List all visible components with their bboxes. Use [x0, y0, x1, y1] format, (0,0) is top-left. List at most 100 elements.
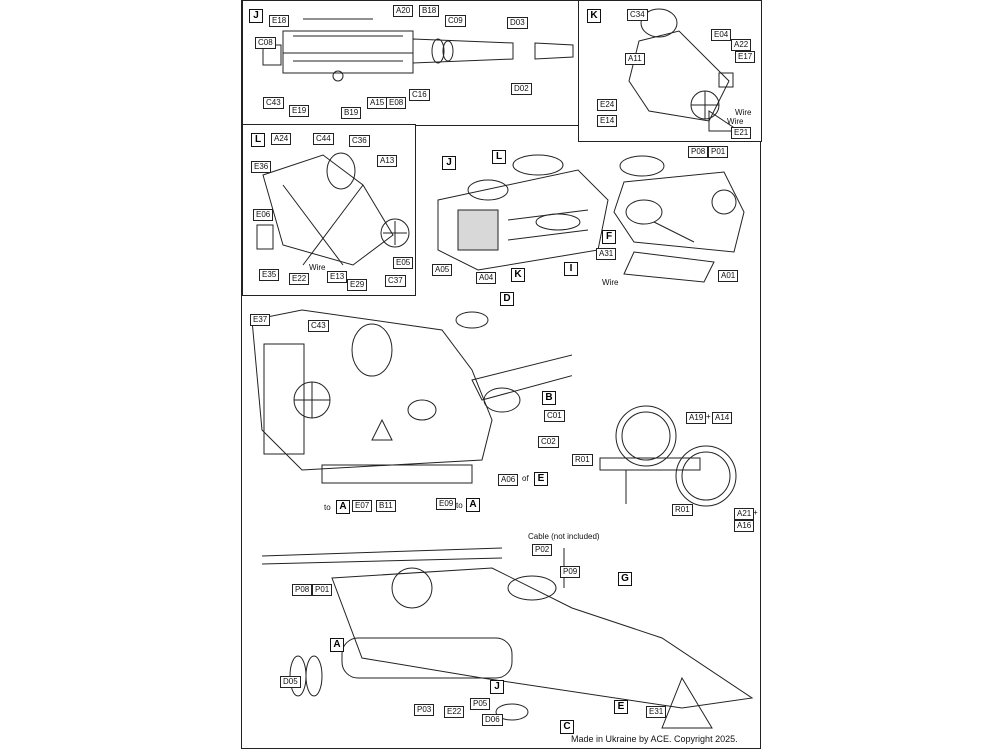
panel-j: J E18 A20 B18 C09 D03 C08 C43 E19 B19 A1…: [242, 0, 580, 126]
main-letter-a-2: A: [466, 498, 480, 512]
tag-p08: P08: [688, 146, 709, 158]
tag-c43-main: C43: [308, 320, 329, 332]
tag-p09: P09: [560, 566, 581, 578]
panel-l-drawing: [256, 152, 410, 266]
middle-letter-k: K: [511, 268, 525, 282]
tag-a16: A16: [734, 520, 755, 532]
tag-c36: C36: [349, 135, 370, 147]
wire-label-2: Wire: [727, 117, 744, 126]
instruction-sheet: J E18 A20 B18 C09 D03 C08 C43 E19 B19 A1…: [241, 0, 762, 749]
tag-a01: A01: [718, 270, 739, 282]
tag-p01-final: P01: [312, 584, 333, 596]
tag-a04: A04: [476, 272, 497, 284]
tag-b19: B19: [341, 107, 362, 119]
tag-c08: C08: [255, 37, 276, 49]
tag-a13: A13: [377, 155, 398, 167]
wheel-assembly: A19 + A14 R01 R01 A21 + A16: [570, 396, 758, 536]
tag-e06: E06: [253, 209, 274, 221]
tag-p03: P03: [414, 704, 435, 716]
tag-a22: A22: [731, 39, 752, 51]
tag-c34: C34: [627, 9, 648, 21]
panel-k: K C34 E04 A22 A11 E17 E24 E14 E21 Wire W…: [578, 0, 762, 142]
tag-d06: D06: [482, 714, 503, 726]
middle-subassembly: J L K I A05 A04: [418, 140, 618, 290]
panel-k-drawing: [628, 8, 741, 132]
tag-p01: P01: [708, 146, 729, 158]
middle-letter-j: J: [442, 156, 456, 170]
wire-label-l: Wire: [309, 263, 326, 272]
final-assembly: Cable (not included) P02 P09 G P08 P01 A…: [242, 528, 760, 734]
tag-c09: C09: [445, 15, 466, 27]
tag-p02: P02: [532, 544, 553, 556]
wire-label-f: Wire: [602, 278, 619, 287]
final-letter-g: G: [618, 572, 632, 586]
tag-e13: E13: [327, 271, 348, 283]
wire-label-1: Wire: [735, 108, 752, 117]
final-letter-c: C: [560, 720, 574, 734]
plus-1: +: [706, 412, 711, 421]
tag-e35: E35: [259, 269, 280, 281]
tag-d05: D05: [280, 676, 301, 688]
middle-letter-i: I: [564, 262, 578, 276]
tag-c44: C44: [313, 133, 334, 145]
tag-a19: A19: [686, 412, 707, 424]
main-letter-b: B: [542, 391, 556, 405]
tag-a14: A14: [712, 412, 733, 424]
tag-e21: E21: [731, 127, 752, 139]
tag-a24: A24: [271, 133, 292, 145]
plus-2: +: [753, 508, 758, 517]
tag-c01: C01: [544, 410, 565, 422]
to-text-1: to: [324, 503, 331, 512]
tag-a31: A31: [596, 248, 617, 260]
tag-e18: E18: [269, 15, 290, 27]
tag-r01-2: R01: [672, 504, 693, 516]
right-subassembly: P08 P01 F A31 A01 Wire: [594, 142, 758, 292]
tag-c37: C37: [385, 275, 406, 287]
tag-a11: A11: [625, 53, 645, 65]
tag-c43: C43: [263, 97, 284, 109]
middle-subassembly-drawing: [437, 154, 609, 271]
main-letter-a-1: A: [336, 500, 350, 514]
main-assembly-drawing: [251, 309, 572, 484]
tag-a06: A06: [498, 474, 519, 486]
main-letter-e: E: [534, 472, 548, 486]
tag-e19: E19: [289, 105, 310, 117]
tag-p05: P05: [470, 698, 491, 710]
tag-e17: E17: [735, 51, 756, 63]
panel-l: L A24 C44 C36 A13 E36 E06 E05 E35 E22 E1…: [242, 124, 416, 296]
tag-e36: E36: [251, 161, 272, 173]
tag-e04: E04: [711, 29, 732, 41]
of-text: of: [522, 474, 529, 483]
main-letter-d: D: [500, 292, 514, 306]
tag-e05: E05: [393, 257, 414, 269]
tag-a15: A15: [367, 97, 388, 109]
to-text-2: to: [456, 501, 463, 510]
right-letter-f: F: [602, 230, 616, 244]
tag-e37: E37: [250, 314, 271, 326]
right-subassembly-drawing: [613, 155, 745, 283]
main-assembly: E37 C43 D B C01 C02 A06 of E E07 B11 E09…: [242, 290, 572, 520]
tag-c02: C02: [538, 436, 559, 448]
tag-e22-final: E22: [444, 706, 465, 718]
final-letter-a: A: [330, 638, 344, 652]
final-letter-j: J: [490, 680, 504, 694]
tag-p08-final: P08: [292, 584, 313, 596]
tag-r01-1: R01: [572, 454, 593, 466]
tag-b18: B18: [419, 5, 440, 17]
tag-e14: E14: [597, 115, 618, 127]
copyright-footer: Made in Ukraine by ACE. Copyright 2025.: [571, 734, 738, 744]
tag-e29: E29: [347, 279, 368, 291]
cable-note: Cable (not included): [528, 532, 600, 541]
wheel-assembly-drawing: [599, 405, 737, 507]
tag-d02: D02: [511, 83, 532, 95]
final-assembly-drawing: [261, 547, 754, 729]
tag-a05: A05: [432, 264, 453, 276]
tag-e22: E22: [289, 273, 310, 285]
panel-j-letter: J: [249, 9, 263, 23]
tag-c16: C16: [409, 89, 430, 101]
middle-letter-l: L: [492, 150, 506, 164]
tag-e24: E24: [597, 99, 618, 111]
tag-b11: B11: [376, 500, 396, 512]
panel-k-letter: K: [587, 9, 601, 23]
final-letter-e: E: [614, 700, 628, 714]
